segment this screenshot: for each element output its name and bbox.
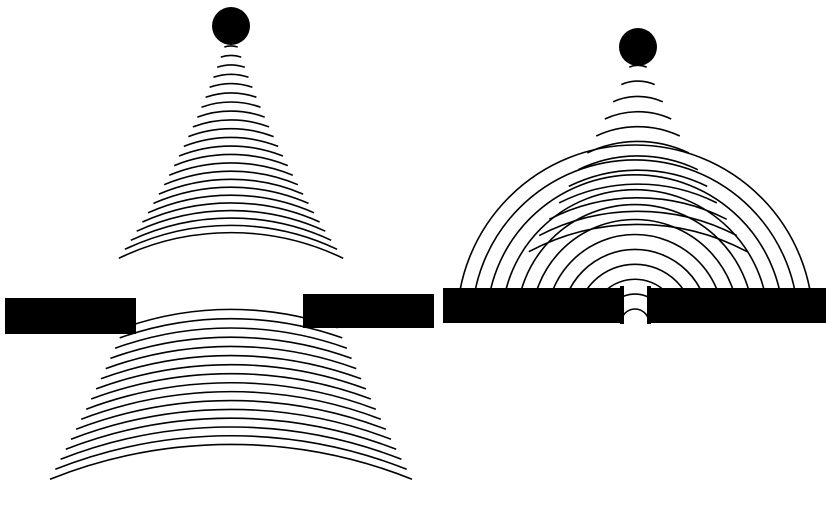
wavefront-arc [76,401,386,430]
wavefront-arc [193,120,269,127]
slit-edge-left [620,286,624,324]
wavefront-arc [188,129,273,137]
wavefront-arc [621,309,649,323]
panel-wide-gap [5,7,434,479]
wavefront-arc [119,233,343,259]
wavefront-arc [613,96,663,101]
wavefront-arc [206,93,257,97]
point-source-icon [619,28,657,66]
wavefront-arc [221,55,241,57]
wavefront-arc [125,225,337,249]
wavefront-arc [214,74,249,77]
panel-narrow-slit [443,28,826,324]
wavefront-arc [217,65,245,67]
wavefront-arc [184,137,278,146]
wavefront-arc [55,436,406,470]
wavefront-arc [202,102,261,107]
wavefront-arc [596,127,680,136]
wavefront-arc [164,171,298,185]
wavefront-arc [224,46,237,47]
barrier-left-block [5,298,136,334]
slit-edge-right [647,286,651,324]
wavefront-arc [71,409,391,439]
wavefront-arc [539,211,737,235]
wavefront-arc [169,163,293,175]
wavefront-arc [578,156,698,170]
wavefront-arc [621,81,654,85]
barrier-right-block [649,288,826,323]
barrier-right-block [303,294,434,328]
wavefront-arc [61,427,402,459]
wavefront-arc [50,444,412,479]
wavefront-arc [174,154,288,165]
wavefront-arc [549,198,726,219]
point-source-icon [212,7,250,45]
wavefront-arc [197,111,264,117]
wavefront-arc [529,224,747,251]
wavefront-arc [605,112,671,119]
wavefront-arc [210,84,253,88]
wavefront-arc [115,328,347,348]
barrier-left-block [443,288,622,323]
